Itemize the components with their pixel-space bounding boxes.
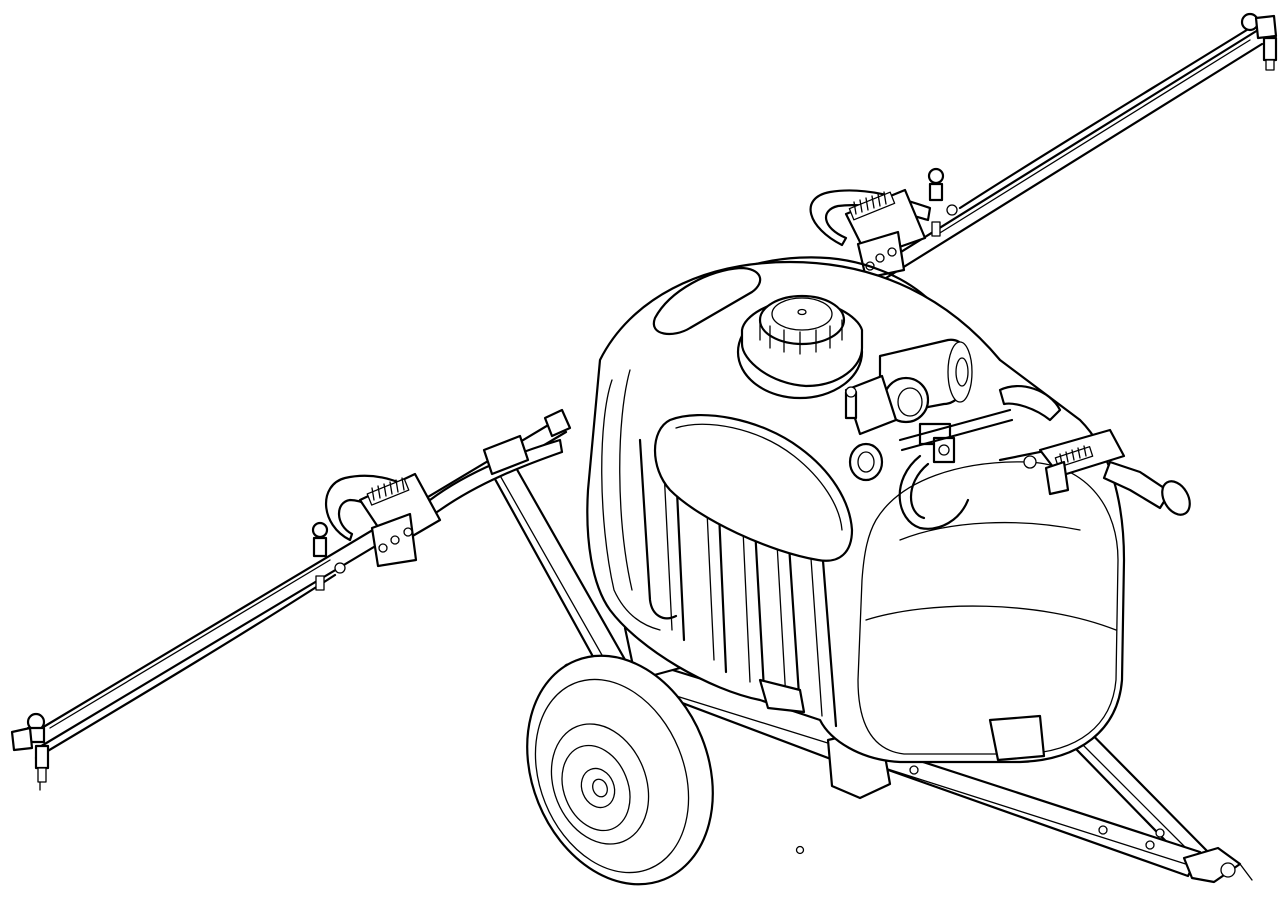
tank-sump [988,714,1046,762]
right-boom-nozzle-mid [927,167,958,237]
tank-front-face [857,461,1119,755]
tank-handle-right [998,385,1062,422]
right-boom [809,12,1278,280]
left-boom [10,408,572,791]
trailer-wheel [526,654,714,886]
right-boom-nozzle-tip [1240,12,1278,71]
tank-fill-lid [736,294,864,400]
spray-tank [586,260,1126,764]
tank-side-ribs [638,438,838,728]
hitch-coupler [1182,846,1253,884]
pump-assembly [844,338,1014,530]
left-boom-end-clamp [543,408,572,438]
tank-handle-left [652,266,762,335]
gun-barrel [1102,460,1172,510]
spray-gun [998,428,1191,516]
left-boom-nozzle-tip [10,712,50,791]
gun-nozzle [1161,480,1191,516]
left-boom-nozzle-mid [311,521,346,591]
tank-label-panel [653,413,854,562]
control-valve [898,408,1014,464]
right-boom-spring [848,191,896,221]
left-boom-spring [366,477,410,506]
